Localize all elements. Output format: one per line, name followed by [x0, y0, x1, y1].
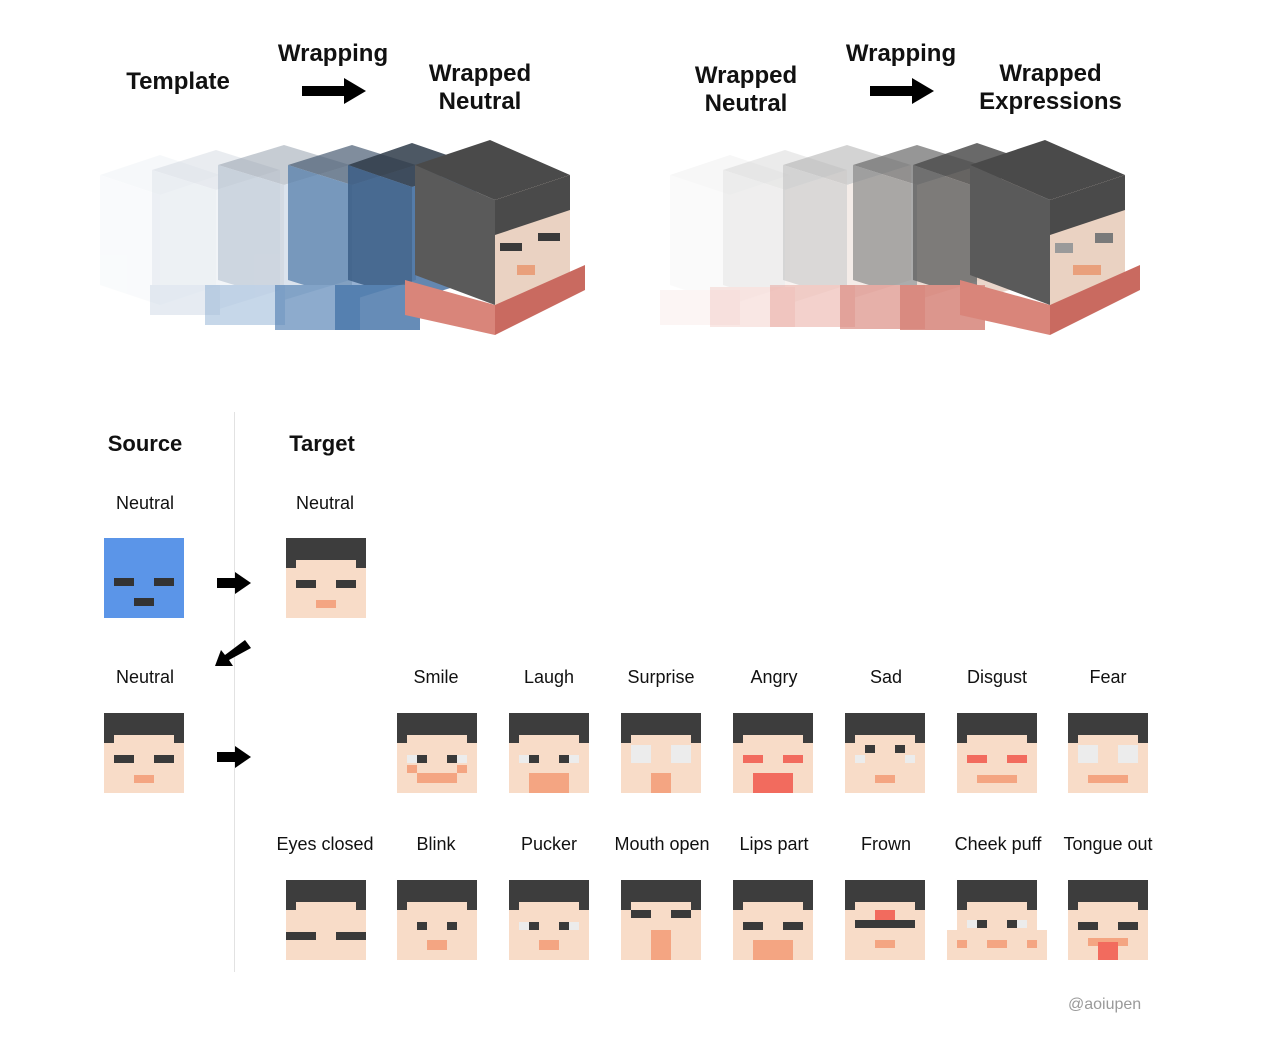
face-eyes-closed — [286, 880, 366, 960]
arrow-right-icon — [302, 78, 366, 104]
expr-label-angry: Angry — [750, 667, 798, 687]
face-frown — [845, 880, 925, 960]
face-angry — [733, 713, 813, 793]
arrow-right-icon — [870, 78, 934, 104]
expr-head-final — [960, 140, 1140, 335]
arrow-down-left-icon — [215, 640, 251, 666]
wrapped-neutral-line2: Neutral — [438, 88, 522, 115]
wrapped-neutral-right-line1: Wrapped — [694, 62, 798, 89]
face-sad — [845, 713, 925, 793]
expr-label-lips-part: Lips part — [739, 834, 809, 854]
face-tongue-out — [1068, 880, 1148, 960]
face-fear — [1068, 713, 1148, 793]
face-pucker — [509, 880, 589, 960]
expression-head-stack — [660, 140, 1140, 335]
expr-label-mouth-open: Mouth open — [614, 834, 710, 854]
source-header: Source — [107, 431, 183, 456]
expr-label-pucker: Pucker — [520, 834, 578, 854]
target-neutral-face — [286, 538, 366, 618]
wrapped-neutral-right-line2: Neutral — [704, 90, 788, 117]
template-head-stack — [100, 140, 585, 335]
expr-label-cheek-puff: Cheek puff — [954, 834, 1042, 854]
source-template-face — [104, 538, 184, 618]
source-neutral-label: Neutral — [115, 493, 175, 513]
wrapped-expressions-label: Wrapped Expressions — [978, 60, 1123, 116]
wrapping-label-right: Wrapping — [845, 40, 957, 67]
source-neutral-label-2: Neutral — [115, 667, 175, 687]
face-surprise — [621, 713, 701, 793]
head-final — [405, 140, 585, 335]
wrapping-label-left: Wrapping — [277, 40, 389, 67]
face-laugh — [509, 713, 589, 793]
head-ghost-1 — [100, 155, 220, 305]
face-disgust — [957, 713, 1037, 793]
target-neutral-label: Neutral — [295, 493, 355, 513]
face-lips-part — [733, 880, 813, 960]
expr-label-smile: Smile — [413, 667, 459, 687]
face-mouth-open — [621, 880, 701, 960]
face-cheek-puff — [947, 880, 1047, 960]
arrow-right-icon — [217, 746, 251, 768]
face-blink — [397, 880, 477, 960]
expr-label-blink: Blink — [416, 834, 456, 854]
target-header: Target — [289, 431, 355, 456]
source-neutral-face — [104, 713, 184, 793]
expr-ghost-1 — [660, 155, 790, 325]
expr-label-laugh: Laugh — [523, 667, 575, 687]
expr-label-surprise: Surprise — [627, 667, 695, 687]
expr-label-frown: Frown — [860, 834, 911, 854]
expr-label-sad: Sad — [869, 667, 903, 687]
face-smile — [397, 713, 477, 793]
watermark: @aoiupen — [1068, 996, 1142, 1013]
expr-label-fear: Fear — [1089, 667, 1127, 687]
wrapped-neutral-line1: Wrapped — [428, 60, 532, 87]
arrow-right-icon — [217, 572, 251, 594]
wrapped-expressions-line1: Wrapped — [999, 60, 1102, 87]
wrapped-neutral-label-left: Wrapped Neutral — [420, 60, 540, 116]
divider-line — [234, 412, 235, 972]
expr-label-disgust: Disgust — [966, 667, 1028, 687]
wrapped-expressions-line2: Expressions — [979, 88, 1122, 115]
expr-label-tongue-out: Tongue out — [1063, 834, 1153, 854]
expr-label-eyes-closed: Eyes closed — [276, 834, 374, 854]
wrapped-neutral-label-right: Wrapped Neutral — [686, 62, 806, 118]
template-label: Template — [126, 68, 230, 95]
